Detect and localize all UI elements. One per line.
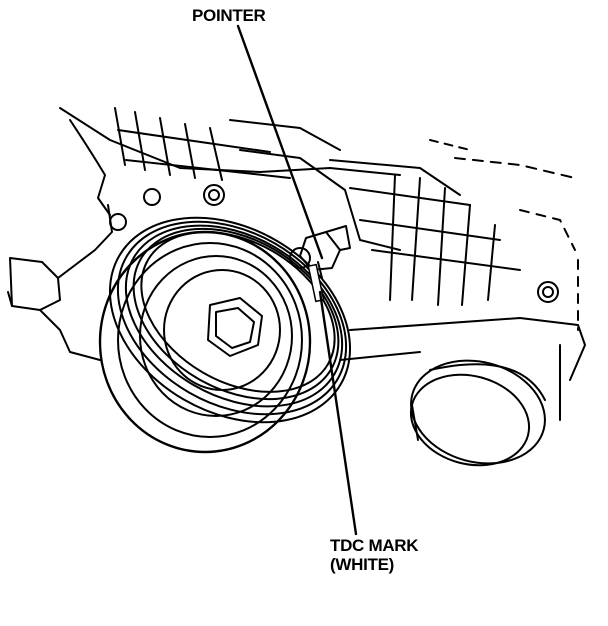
tdc-leader-line <box>318 290 358 536</box>
idler-pulley <box>409 359 546 467</box>
engine-block <box>7 107 586 421</box>
timing-pointer <box>299 225 351 279</box>
pointer-leader-line <box>236 24 324 260</box>
crankshaft-pulley <box>98 216 352 454</box>
tdc-mark-label-line2: (WHITE) <box>330 555 394 574</box>
tdc-mark-label: TDC MARK (WHITE) <box>330 536 419 574</box>
tdc-mark-label-line1: TDC MARK <box>330 536 419 555</box>
pointer-label: POINTER <box>192 6 266 25</box>
